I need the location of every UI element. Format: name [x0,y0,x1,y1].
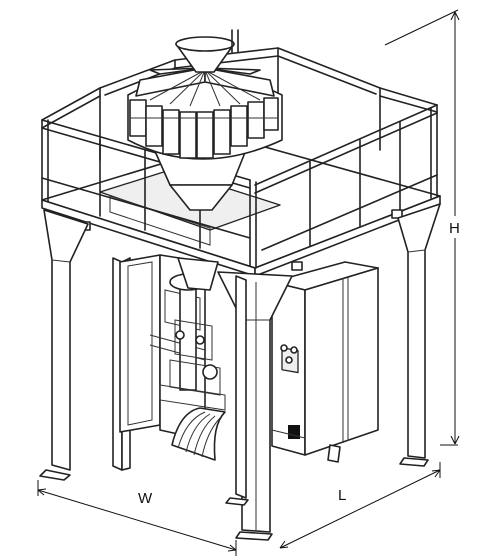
dimension-width: W [37,480,237,556]
dimension-height: H [384,9,465,446]
discharge-hopper [177,257,219,291]
multihead-weigher [127,29,283,211]
dimension-length: L [279,462,441,549]
packaging-machine [119,254,379,461]
front-leg-left [39,209,89,481]
length-label: L [338,487,346,504]
discharge-chute [171,407,226,461]
control-button [290,346,298,354]
front-leg-right [397,203,441,467]
funnel-rim [175,36,235,52]
weigh-buckets [129,97,279,159]
cabinet-vent [288,425,300,439]
deck-bracket [391,209,403,219]
feed-pans [135,67,275,107]
deck-bracket [291,261,303,271]
control-button [285,356,293,364]
width-label: W [138,490,153,507]
height-label: H [449,220,460,237]
control-cabinet [271,261,379,456]
mid-leg [225,275,341,506]
control-button [280,344,288,352]
